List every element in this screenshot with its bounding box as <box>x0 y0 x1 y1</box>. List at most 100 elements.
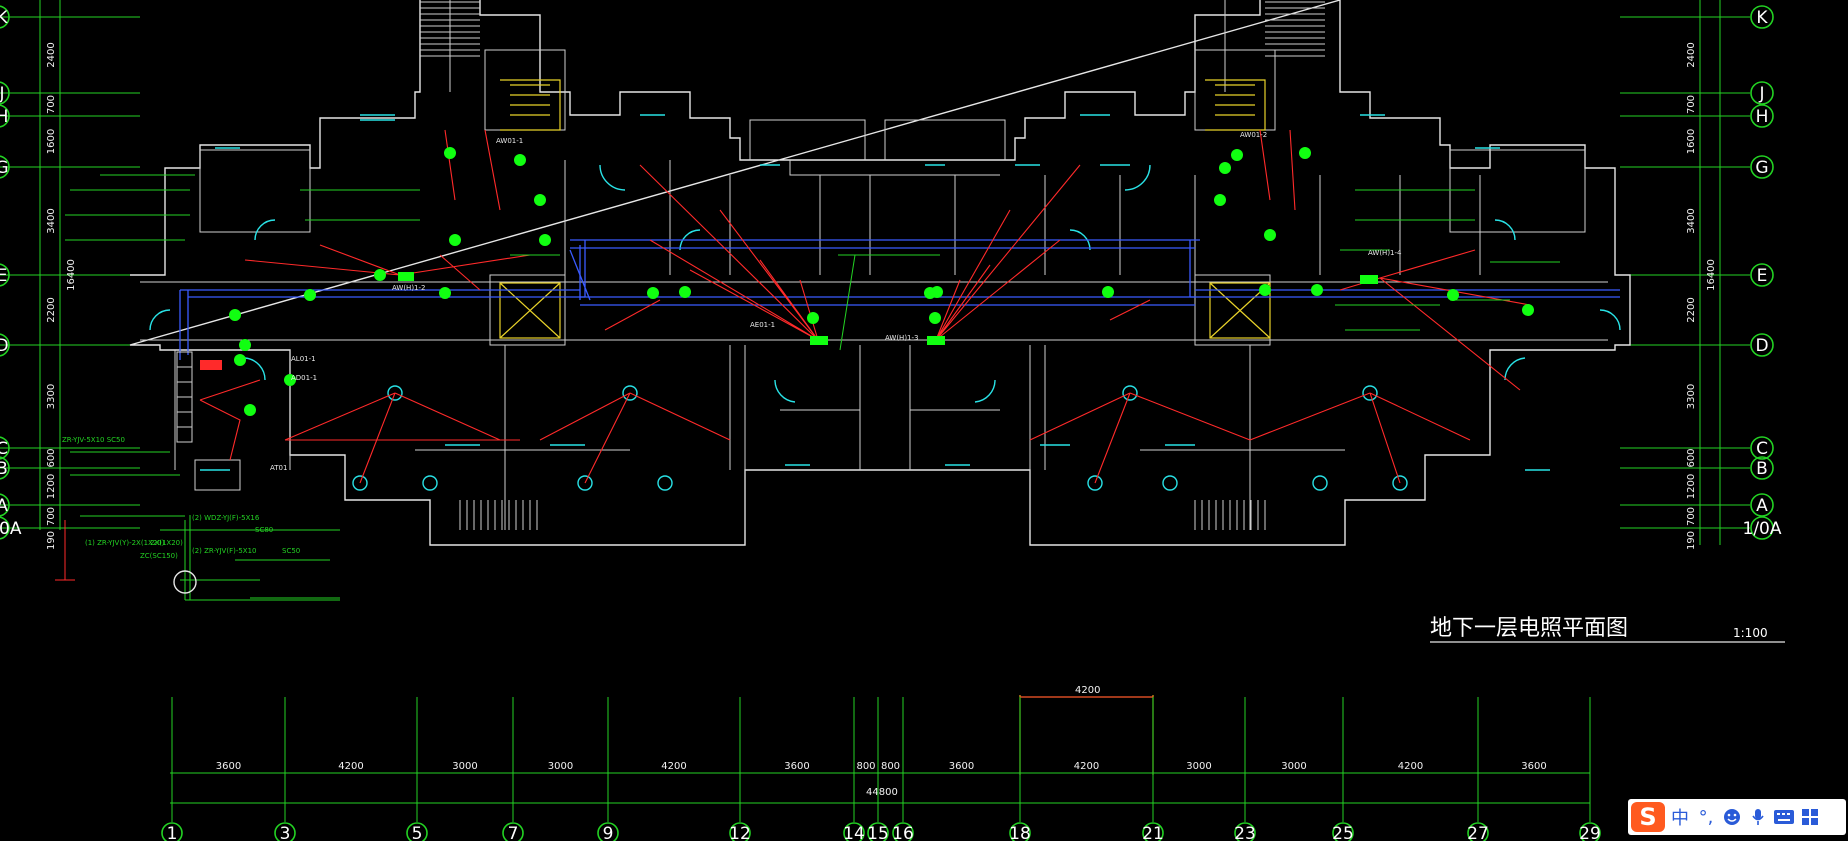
sogou-logo[interactable]: S <box>1631 802 1665 832</box>
column-grid-label: 5 <box>412 824 423 841</box>
cable-notes: ZR-YJV-5X10 SC50 (1) ZR-YJV(Y)-2X(1X20) … <box>62 436 300 560</box>
top-dimension-value: 4200 <box>1075 685 1100 696</box>
toolbox-icon[interactable] <box>1799 803 1821 831</box>
lamp-dot <box>1522 304 1534 316</box>
column-grid-bubble: 12 <box>729 697 751 841</box>
row-grid-bubble: D <box>0 333 10 357</box>
row-grid-label: 1/0A <box>0 519 22 539</box>
panel-label: AE01-1 <box>750 321 775 329</box>
row-grid-label: D <box>1755 336 1768 356</box>
row-grid-label: E <box>0 266 7 286</box>
row-dimension: 700 <box>1686 507 1697 526</box>
keyboard-icon[interactable] <box>1773 803 1795 831</box>
left-dimension-column <box>39 0 61 530</box>
row-grid-bubble: D <box>1740 333 1774 357</box>
microphone-icon[interactable] <box>1747 803 1769 831</box>
panel-label: AD01-1 <box>291 374 317 382</box>
row-grid-label: G <box>1755 158 1768 178</box>
row-grid-bubble: E <box>0 263 10 287</box>
cable-note: SC80 <box>255 526 273 534</box>
row-grid-label: J <box>0 84 5 104</box>
row-grid-label: C <box>1756 439 1768 459</box>
lamp-dot <box>244 404 256 416</box>
row-grid-label: B <box>1756 459 1768 479</box>
column-grid-bubble: 5 <box>406 697 428 841</box>
column-dimension: 3600 <box>949 761 974 772</box>
row-dimension: 1600 <box>1686 129 1697 154</box>
column-grid-bubble: 23 <box>1234 697 1256 841</box>
row-grid-bubble: B <box>1740 456 1774 480</box>
row-grid-label: C <box>0 439 8 459</box>
row-grid-bubble: 1/0A <box>1740 516 1782 540</box>
column-grid-label: 21 <box>1142 824 1164 841</box>
column-grid-label: 29 <box>1579 824 1601 841</box>
row-grid-label: D <box>0 336 9 356</box>
lamp-dot <box>1264 229 1276 241</box>
lamp-dot <box>514 154 526 166</box>
drawing-scale: 1:100 <box>1733 626 1768 640</box>
row-grid-bubble: B <box>0 456 10 480</box>
row-grid-bubble: H <box>1740 104 1774 128</box>
lamp-dot <box>539 234 551 246</box>
column-grid-bubble: 18 <box>1009 697 1031 841</box>
ime-punctuation-button[interactable]: °, <box>1698 806 1714 828</box>
lamp-dot <box>924 287 936 299</box>
cable-note: (1) ZR-YJV(Y)-2X(1X20) <box>85 539 165 547</box>
column-dimension: 3600 <box>216 761 241 772</box>
distribution-panels <box>398 272 1378 345</box>
panel-label: AW(H)1-2 <box>392 284 426 292</box>
column-dimension: 4200 <box>338 761 363 772</box>
row-grid-label: G <box>0 158 9 178</box>
ime-toolbar[interactable]: S 中 °, <box>1628 799 1846 835</box>
cable-note: SC50 <box>282 547 300 555</box>
column-grid-bubble: 27 <box>1467 697 1489 841</box>
smiley-icon[interactable] <box>1721 803 1743 831</box>
row-grid-bubble: H <box>0 104 10 128</box>
lamp-dot <box>1447 289 1459 301</box>
right-dimension-column <box>1699 0 1721 545</box>
column-grid-label: 18 <box>1009 824 1031 841</box>
row-grid-label: A <box>0 496 8 516</box>
lamp-dot <box>234 354 246 366</box>
column-grid-bubble: 29 <box>1579 697 1601 841</box>
lamp-dot <box>449 234 461 246</box>
column-grid-label: 12 <box>729 824 751 841</box>
lamp-dot <box>929 312 941 324</box>
row-grid-label: H <box>0 107 8 127</box>
row-grid-label: K <box>1756 8 1768 28</box>
row-total-dimension: 16400 <box>1706 259 1717 291</box>
lamp-dot <box>284 374 296 386</box>
lighting-circuits <box>199 129 1531 484</box>
row-grid-label: J <box>1758 84 1764 104</box>
column-dimension: 4200 <box>1074 761 1099 772</box>
column-grid-label: 14 <box>843 824 865 841</box>
panel-label: AL01-1 <box>291 355 316 363</box>
column-dimension: 800 <box>881 761 900 772</box>
column-grid-bubble: 3 <box>274 697 296 841</box>
lamp-dot <box>444 147 456 159</box>
row-grid-bubble: 1/0A <box>0 516 22 540</box>
lamp-dot <box>304 289 316 301</box>
panel-label: AW01-2 <box>1240 131 1267 139</box>
row-dimension: 3300 <box>46 384 57 409</box>
column-grid-bubble: 14 <box>843 697 865 841</box>
column-grid-label: 7 <box>508 824 519 841</box>
left-dimension-labels: 2400700160034002200330060012007001901640… <box>46 42 77 550</box>
column-grid-label: 25 <box>1332 824 1354 841</box>
cable-note: ZC(SC150) <box>140 552 178 560</box>
right-dimension-labels: 2400700160034002200330060012007001901640… <box>1686 42 1717 550</box>
stair-hatch <box>420 1 1325 530</box>
column-grid-bubble: 7 <box>502 697 524 841</box>
row-dimension: 700 <box>46 95 57 114</box>
column-dimension: 3000 <box>452 761 477 772</box>
row-grid-bubble: J <box>1740 81 1774 105</box>
column-dimension: 800 <box>856 761 875 772</box>
ime-mode-button[interactable]: 中 <box>1671 808 1689 829</box>
cable-note: ZR-YJV-5X10 SC50 <box>62 436 125 444</box>
leader-lines <box>65 174 1560 601</box>
row-grid-bubble: K <box>1740 5 1774 29</box>
panel-label: AW01-1 <box>496 137 523 145</box>
